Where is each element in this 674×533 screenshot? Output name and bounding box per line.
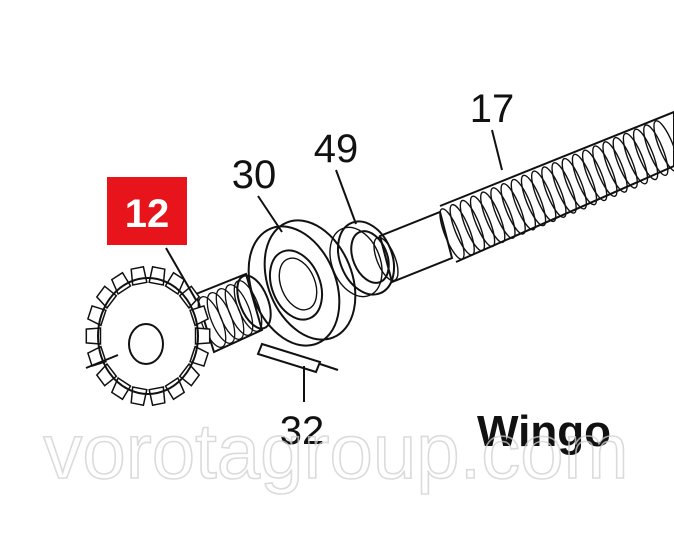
- thread-ring: [632, 128, 659, 181]
- thread-ring: [520, 174, 547, 227]
- thread-ring: [449, 203, 475, 256]
- thread-ring: [622, 132, 649, 185]
- callout-12: 12: [125, 192, 170, 236]
- gear-tooth: [148, 265, 166, 286]
- pin: [256, 342, 339, 374]
- gear-tooth: [130, 265, 148, 286]
- gear-tooth: [164, 376, 186, 401]
- thread-ring: [530, 170, 557, 223]
- leader-lines: [165, 129, 503, 402]
- gear-tooth: [178, 285, 201, 310]
- bearing: [247, 219, 357, 347]
- thread-ring: [490, 187, 516, 239]
- gear-tooth: [110, 271, 132, 296]
- callout-49: 49: [314, 127, 359, 171]
- bevel-gear: [85, 265, 272, 407]
- thread-ring: [581, 149, 608, 202]
- gear-tooth: [194, 327, 211, 345]
- worm-screw-shaft: [373, 110, 674, 284]
- thread-ring: [653, 120, 674, 172]
- thread-ring: [510, 178, 537, 231]
- thread-ring: [643, 124, 669, 177]
- gear-tooth: [86, 304, 107, 327]
- callout-32: 32: [280, 409, 325, 453]
- watermark: vorotagroup.com: [43, 407, 628, 495]
- brand-label: Wingo: [477, 407, 611, 456]
- gear-tooth: [95, 285, 118, 310]
- callout-highlight-box: [107, 177, 187, 245]
- gear-tooth: [189, 304, 210, 327]
- thread-ring: [439, 208, 465, 260]
- thread-ring: [592, 145, 618, 198]
- retaining-ring: [329, 220, 395, 298]
- thread-ring: [480, 191, 506, 244]
- gear-tooth: [178, 362, 201, 387]
- sleeve-threads: [197, 280, 263, 348]
- thread-ring: [541, 166, 567, 218]
- thread-ring: [571, 153, 598, 206]
- thread-ring: [602, 141, 628, 193]
- sleeve-thread-ring: [224, 284, 254, 336]
- gear-tooth: [130, 386, 148, 407]
- callout-30: 30: [232, 153, 277, 197]
- thread-ring: [561, 157, 588, 210]
- thread-ring: [469, 195, 496, 248]
- thread-ring: [551, 162, 577, 214]
- callout-17: 17: [470, 87, 515, 131]
- thread-ring: [459, 199, 486, 252]
- gear-tooth: [189, 345, 210, 368]
- screw-threads: [439, 120, 674, 260]
- gear-tooth: [95, 362, 118, 387]
- gear-teeth: [85, 265, 211, 407]
- gear-tooth: [148, 386, 166, 407]
- thread-ring: [500, 182, 526, 235]
- thread-ring: [612, 136, 638, 189]
- gear-tooth: [110, 376, 132, 401]
- gear-tooth: [85, 327, 102, 345]
